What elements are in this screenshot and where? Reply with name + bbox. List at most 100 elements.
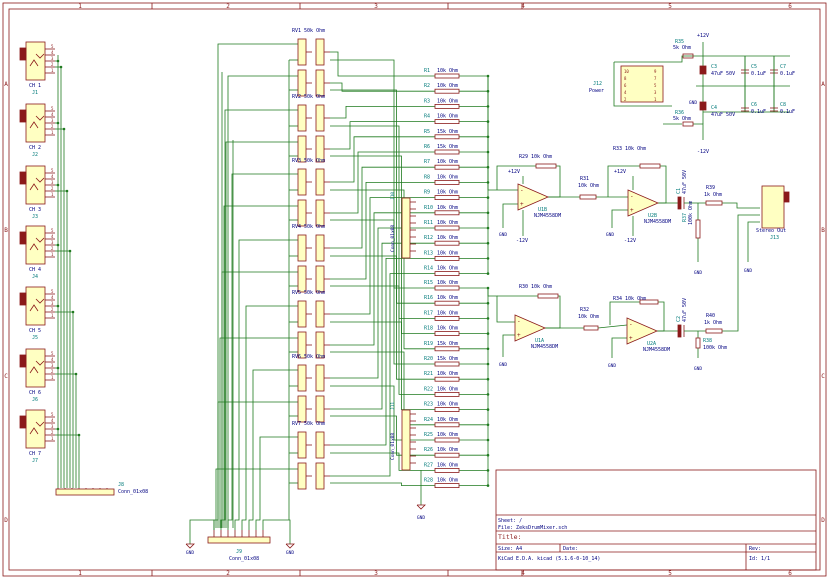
- power-label: C6: [751, 102, 757, 108]
- resistor-value: 10k Ohm: [437, 432, 458, 438]
- resistor-body: [434, 376, 460, 382]
- resistor-value: 10k Ohm: [437, 310, 458, 316]
- resistor-ref: R17: [424, 310, 433, 316]
- pot-label: RV3 50k Ohm: [292, 158, 325, 164]
- output-wire: [722, 214, 760, 332]
- resistor-value: 10k Ohm: [437, 280, 458, 286]
- input-jack-contact: [29, 366, 39, 374]
- resistor-body: [434, 346, 460, 352]
- pot-body-c: [297, 462, 307, 490]
- output-resistor-r37: [695, 219, 701, 239]
- input-jack-contact: [29, 304, 39, 312]
- input-jack-plug: [19, 109, 27, 123]
- pot-input-wire: [220, 109, 298, 530]
- pot-output-wire: [330, 89, 410, 304]
- connector-ref: J9: [236, 549, 242, 555]
- gnd-label: GND: [744, 268, 752, 274]
- resistor-value: 15k Ohm: [437, 341, 458, 347]
- resistor-value: 15k Ohm: [437, 356, 458, 362]
- connector-ref: J10: [390, 192, 396, 200]
- resistor-ref: R27: [424, 462, 433, 468]
- resistor-body: [434, 315, 460, 321]
- resistor-body: [434, 179, 460, 185]
- connector-j8: [55, 488, 115, 496]
- power-name: Power: [589, 88, 604, 94]
- resistor-body: [434, 391, 460, 397]
- pot-ground-wire: [225, 141, 298, 528]
- cap-c2: [677, 324, 682, 338]
- channel-label: CH 5: [29, 328, 41, 334]
- pot-label: RV6 50k Ohm: [292, 354, 325, 360]
- jack-pin-number: 4: [51, 50, 54, 55]
- power-ref: J12: [593, 81, 602, 87]
- connector-value: Conn_01x08: [390, 433, 396, 460]
- opamp-ref: U2B: [648, 213, 657, 219]
- resistor-ref: R1: [424, 68, 430, 74]
- pot-input-wire: [241, 305, 298, 530]
- pot-body-a: [297, 234, 307, 262]
- resistor-value: 10k Ohm: [437, 68, 458, 74]
- pot-output-wire: [330, 285, 410, 395]
- ground-symbol: [416, 504, 426, 510]
- power-wire: [614, 42, 704, 63]
- power-pin: 6: [624, 83, 627, 88]
- rail-label: +12V: [697, 33, 709, 39]
- border-col-label: 4: [521, 3, 525, 10]
- jack-pin-number: 3: [51, 301, 54, 306]
- resistor-ref: R20: [424, 356, 433, 362]
- border-col-label: 6: [788, 3, 792, 10]
- pot-body-b: [315, 364, 325, 392]
- channel-ref: J1: [32, 90, 38, 96]
- pot-label: RV7 50k Ohm: [292, 421, 325, 427]
- pot-input-wire: [255, 436, 298, 530]
- power-label: 0.1uF: [751, 71, 766, 77]
- channel-label: CH 6: [29, 390, 41, 396]
- power-label: C5: [751, 64, 757, 70]
- feedback-wire: [609, 301, 640, 325]
- gnd-label: GND: [417, 515, 425, 521]
- resistor-body: [434, 300, 460, 306]
- pot-output-wire: [330, 255, 410, 380]
- resistor-body: [434, 88, 460, 94]
- cap-c3: [699, 65, 707, 75]
- opamp-plus: +: [629, 335, 633, 342]
- resistor-ref: R2: [424, 83, 430, 89]
- input-jack-contact: [29, 183, 39, 191]
- title-kicad: KiCad E.D.A. kicad (5.1.6-0-10_14): [498, 556, 600, 562]
- resistor-ref: R26: [424, 447, 433, 453]
- rail-label: -12V: [516, 238, 528, 244]
- feedback-resistor: [535, 163, 557, 169]
- jack-pin-number: 3: [51, 56, 54, 61]
- border-row-label: C: [4, 373, 8, 380]
- channel-label: CH 3: [29, 207, 41, 213]
- ground-symbol: [185, 543, 195, 549]
- power-label: 47uF 50V: [711, 71, 735, 77]
- jack-pin-number: 2: [51, 124, 54, 129]
- pot-body-b: [315, 431, 325, 459]
- junction-dot: [486, 226, 490, 230]
- input-jack-body: [25, 348, 46, 388]
- jack-pin-number: 5: [51, 168, 54, 173]
- pot-output-wire: [330, 212, 410, 346]
- border-col-label: 2: [226, 570, 230, 577]
- pot-body-a: [297, 38, 307, 66]
- sum-wire: [487, 288, 515, 323]
- pot-body-b: [315, 104, 325, 132]
- title-file: File: ZeksDrumMixer.sch: [498, 525, 567, 531]
- resistor-value: 10k Ohm: [437, 83, 458, 89]
- resistor-ref: R6: [424, 144, 430, 150]
- opamp-ref: U1A: [535, 338, 544, 344]
- resistor-body: [434, 149, 460, 155]
- jack-pin-number: 1: [51, 375, 54, 380]
- jack-pin-number: 5: [51, 412, 54, 417]
- stage-label: 10k Ohm: [578, 183, 599, 189]
- channel-label: CH 1: [29, 83, 41, 89]
- channel-label: CH 2: [29, 145, 41, 151]
- junction-dot: [486, 196, 490, 199]
- opamp-ref: U2A: [647, 341, 656, 347]
- junction-dot: [486, 469, 490, 472]
- feedback-label: R33 10k Ohm: [613, 146, 646, 152]
- input-jack-contact: [29, 121, 39, 129]
- jack-pin-number: 4: [51, 295, 54, 300]
